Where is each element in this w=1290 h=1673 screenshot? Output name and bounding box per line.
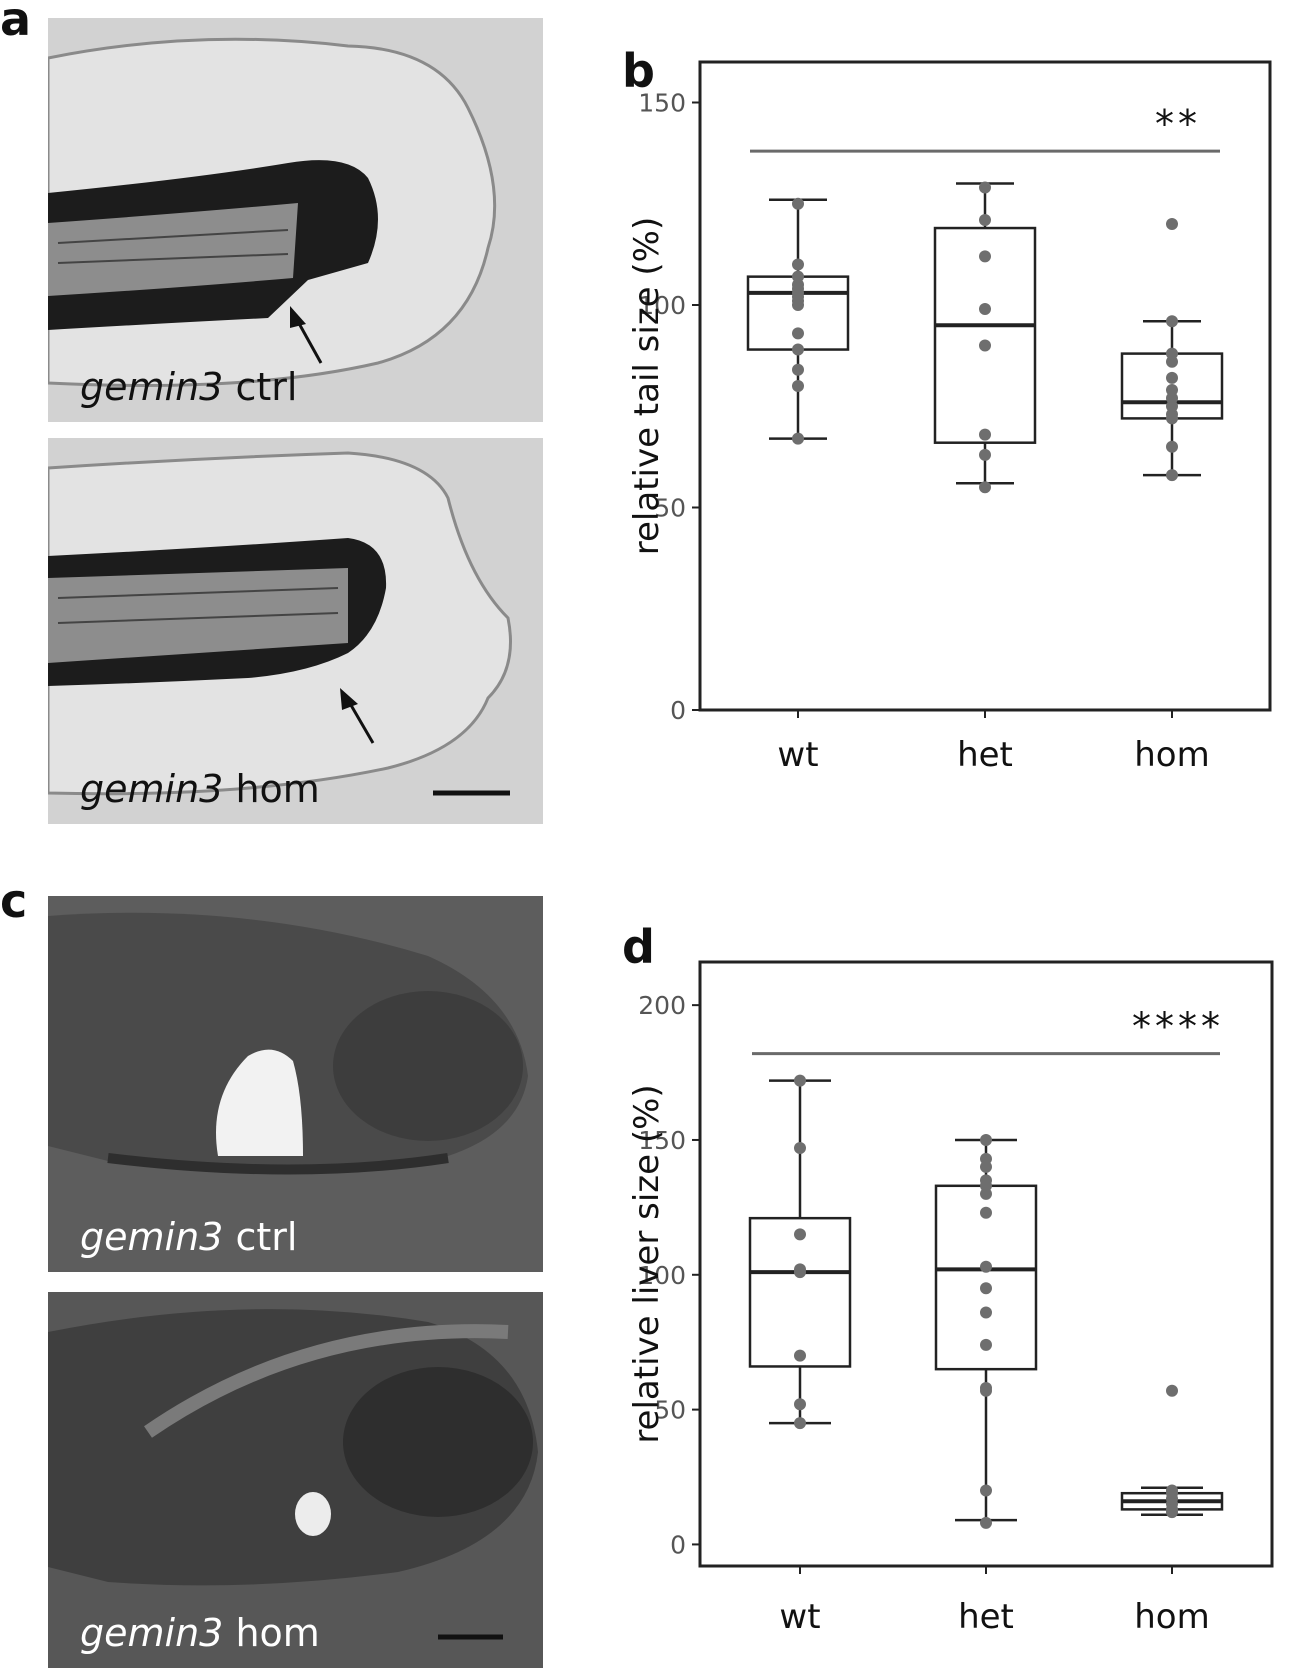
data-point <box>794 1074 806 1087</box>
micrograph-caption-liver-hom: gemin3 hom <box>80 1614 320 1652</box>
data-point <box>1166 384 1178 397</box>
data-point <box>980 1306 992 1319</box>
condition-label: ctrl <box>235 365 298 409</box>
y-tick-label: 0 <box>670 1530 686 1559</box>
panel-letter-b: b <box>622 44 655 98</box>
gene-label: gemin3 <box>80 767 224 811</box>
y-tick-label: 200 <box>638 991 686 1020</box>
x-tick-label: het <box>958 1597 1014 1637</box>
data-point <box>1166 469 1178 482</box>
data-point <box>980 1382 992 1395</box>
panel-letter-a: a <box>0 0 32 46</box>
micrograph-tail-ctrl: gemin3 ctrl <box>48 18 543 422</box>
micrograph-caption-liver-ctrl: gemin3 ctrl <box>80 1218 297 1256</box>
y-tick-label: 100 <box>638 1261 686 1290</box>
data-point <box>1166 218 1178 230</box>
micrograph-liver-ctrl: gemin3 ctrl <box>48 896 543 1272</box>
data-point <box>794 1349 806 1362</box>
box-iqr <box>933 226 1037 444</box>
y-axis-label: relative tail size (%) <box>627 217 667 556</box>
chart-tail-size: 0 50 100 150 relative tail size (%) wt het hom *… <box>600 40 1290 780</box>
panel-letter-d: d <box>622 920 655 974</box>
data-point <box>792 363 804 376</box>
data-point <box>1166 347 1178 360</box>
data-point <box>792 197 804 210</box>
data-point <box>980 1516 992 1529</box>
data-point <box>1166 371 1178 384</box>
data-point <box>794 1142 806 1155</box>
x-tick-label: wt <box>777 735 818 775</box>
data-point <box>1166 440 1178 453</box>
data-point <box>792 380 804 392</box>
data-point <box>1166 1484 1178 1497</box>
data-point <box>979 428 991 441</box>
micrograph-liver-ctrl-image <box>48 896 543 1272</box>
gene-label: gemin3 <box>80 1611 224 1655</box>
data-point <box>1166 1384 1178 1397</box>
data-point <box>980 1260 992 1273</box>
data-point <box>979 213 991 226</box>
data-point <box>980 1282 992 1295</box>
data-point <box>979 448 991 461</box>
chart-liver-size: 0 50 100 150 200 relative liver size (%) wt het… <box>600 920 1290 1669</box>
data-point <box>979 181 991 194</box>
data-point <box>794 1417 806 1430</box>
micrograph-tail-hom: gemin3 hom <box>48 438 543 824</box>
data-point <box>979 339 991 352</box>
y-tick-label: 150 <box>638 1126 686 1155</box>
x-tick-label: hom <box>1134 1597 1209 1637</box>
chart-tail-size-svg: 0 50 100 150 relative tail size (%) wt het hom *… <box>627 60 1272 775</box>
y-tick-label: 50 <box>654 1396 686 1425</box>
data-point <box>792 270 804 283</box>
significance-label: **** <box>1132 1005 1224 1049</box>
data-point <box>980 1206 992 1219</box>
data-point <box>792 343 804 356</box>
gene-label: gemin3 <box>80 365 224 409</box>
gene-label: gemin3 <box>80 1215 224 1259</box>
condition-label: hom <box>235 1611 320 1655</box>
data-point <box>980 1152 992 1165</box>
data-point <box>792 258 804 271</box>
x-tick-label: hom <box>1134 735 1209 775</box>
data-point <box>979 250 991 263</box>
significance-label: ** <box>1155 102 1201 146</box>
data-point <box>794 1228 806 1241</box>
data-point <box>794 1398 806 1411</box>
data-point <box>980 1484 992 1497</box>
data-point <box>1166 315 1178 328</box>
micrograph-liver-hom-image <box>48 1292 543 1668</box>
micrograph-liver-hom: gemin3 hom <box>48 1292 543 1668</box>
data-point <box>792 432 804 445</box>
chart-liver-size-svg: 0 50 100 150 200 relative liver size (%) wt het… <box>627 960 1274 1637</box>
data-point <box>979 481 991 494</box>
micrograph-caption-tail-ctrl: gemin3 ctrl <box>80 368 297 406</box>
micrograph-caption-tail-hom: gemin3 hom <box>80 770 320 808</box>
y-tick-label: 150 <box>638 89 686 118</box>
micrograph-tail-hom-image <box>48 438 543 824</box>
data-point <box>980 1174 992 1187</box>
data-point <box>794 1263 806 1276</box>
x-tick-label: het <box>957 735 1013 775</box>
y-tick-label: 100 <box>638 291 686 320</box>
panel-letter-c: c <box>0 874 28 928</box>
data-point <box>980 1133 992 1146</box>
micrograph-tail-ctrl-image <box>48 18 543 422</box>
y-tick-label: 0 <box>670 696 686 725</box>
condition-label: ctrl <box>235 1215 298 1259</box>
y-tick-label: 50 <box>654 494 686 523</box>
y-axis-label: relative liver size (%) <box>627 1084 667 1443</box>
x-tick-label: wt <box>779 1597 820 1637</box>
data-point <box>980 1338 992 1351</box>
box-iqr <box>748 1216 852 1368</box>
data-point <box>979 303 991 316</box>
plot-frame <box>698 60 1272 712</box>
condition-label: hom <box>235 767 320 811</box>
data-point <box>792 327 804 340</box>
